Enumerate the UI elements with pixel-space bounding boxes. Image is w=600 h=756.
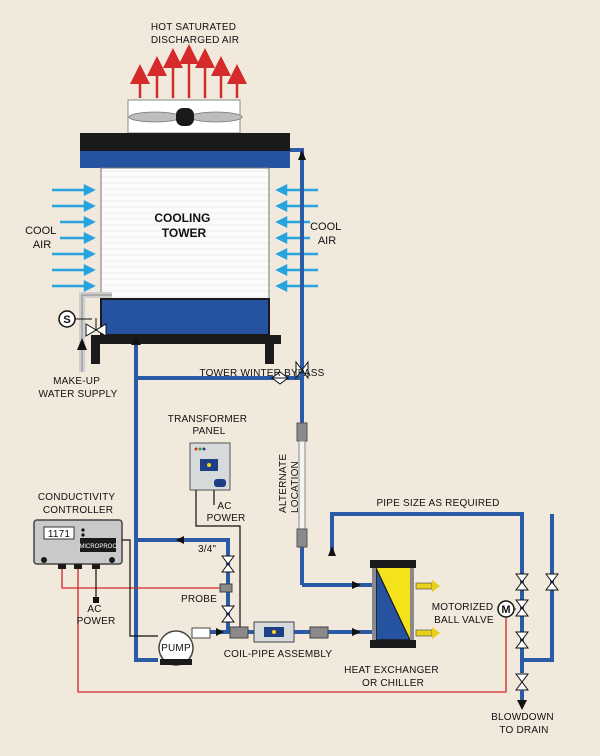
tower-base (91, 335, 281, 344)
motor-symbol: M (501, 604, 510, 616)
makeup-water-label: MAKE-UP WATER SUPPLY (39, 376, 118, 400)
coil-pipe-assembly (229, 621, 329, 643)
controller-brand: MICROPROC (79, 544, 117, 550)
tower-leg-left (91, 344, 100, 364)
heat-exchanger-label: HEAT EXCHANGER OR CHILLER (344, 665, 442, 689)
cooling-tower-label: COOLING TOWER (154, 211, 213, 240)
blowdown-label: BLOWDOWN TO DRAIN (491, 712, 557, 736)
hot-air-arrows (130, 44, 247, 98)
transformer-panel-label: TRANSFORMER PANEL (168, 414, 250, 437)
valve-bypass (270, 371, 290, 385)
transformer-ac-power-label: AC POWER (207, 501, 246, 524)
controller-wiring (95, 539, 158, 637)
tower-distribution-deck (80, 151, 290, 168)
probe-label: PROBE (181, 594, 217, 605)
tower-winter-bypass-label: TOWER WINTER BYPASS (199, 368, 324, 379)
controller-display (43, 526, 75, 540)
transformer-wiring (195, 490, 241, 628)
heat-exchanger (370, 560, 416, 648)
cooling-tower (80, 133, 290, 364)
alternate-location-label: ALTERNATE LOCATION (278, 451, 301, 513)
flow-arrows (131, 150, 361, 636)
fan-assembly (127, 99, 243, 134)
pipe-size-label: PIPE SIZE AS REQUIRED (376, 498, 499, 509)
cool-air-arrows-right (275, 183, 318, 293)
blowdown-arrow (517, 700, 527, 710)
controller-brand-plate (80, 538, 116, 552)
pump-label: PUMP (161, 643, 191, 654)
pump (158, 627, 211, 666)
valve-right-2 (545, 573, 559, 591)
probe-fitting (219, 583, 233, 593)
transformer-panel (189, 442, 231, 491)
tower-leg-right (265, 344, 274, 364)
fan-blade-left (128, 111, 182, 123)
tower-fill (100, 167, 270, 300)
motorized-ball-valve-label: MOTORIZED BALL VALVE (432, 602, 497, 626)
pipe-valves (221, 360, 559, 691)
valve-sample-upper (221, 555, 235, 573)
fan-hub (176, 108, 194, 126)
conductivity-controller: 1171 MICROPROC (33, 519, 123, 569)
hot-air-label: HOT SATURATED DISCHARGED AIR (151, 22, 239, 46)
solenoid-symbol: S (63, 314, 70, 326)
conductivity-controller-label: CONDUCTIVITY CONTROLLER (38, 492, 118, 516)
controller-display-value: 1171 (48, 529, 71, 540)
valve-blowdown (515, 673, 529, 691)
controller-power-plug (93, 597, 99, 603)
alternate-location-spool (296, 422, 308, 548)
valve-right-4 (515, 631, 529, 649)
controller-ac-power-label: AC POWER (77, 604, 116, 627)
makeup-flow-arrow (77, 338, 87, 350)
cool-air-left-label: COOL AIR (25, 225, 59, 251)
tower-top-cap (80, 133, 290, 151)
valve-tower-right (295, 360, 309, 380)
cool-air-right-label: COOL AIR (310, 221, 344, 247)
tower-basin (100, 298, 270, 336)
three-quarter-label: 3/4" (198, 544, 217, 555)
coil-pipe-assembly-label: COIL-PIPE ASSEMBLY (224, 649, 333, 660)
controller-signal-lines (61, 569, 507, 693)
valve-sample-lower (221, 605, 235, 623)
valve-right-3 (515, 599, 529, 617)
heat-exchanger-outlets (415, 580, 440, 639)
cool-air-arrows-left (52, 183, 96, 293)
valve-right-1 (515, 573, 529, 591)
fan-blade-right (189, 111, 243, 123)
makeup-water-line: S (58, 292, 112, 372)
